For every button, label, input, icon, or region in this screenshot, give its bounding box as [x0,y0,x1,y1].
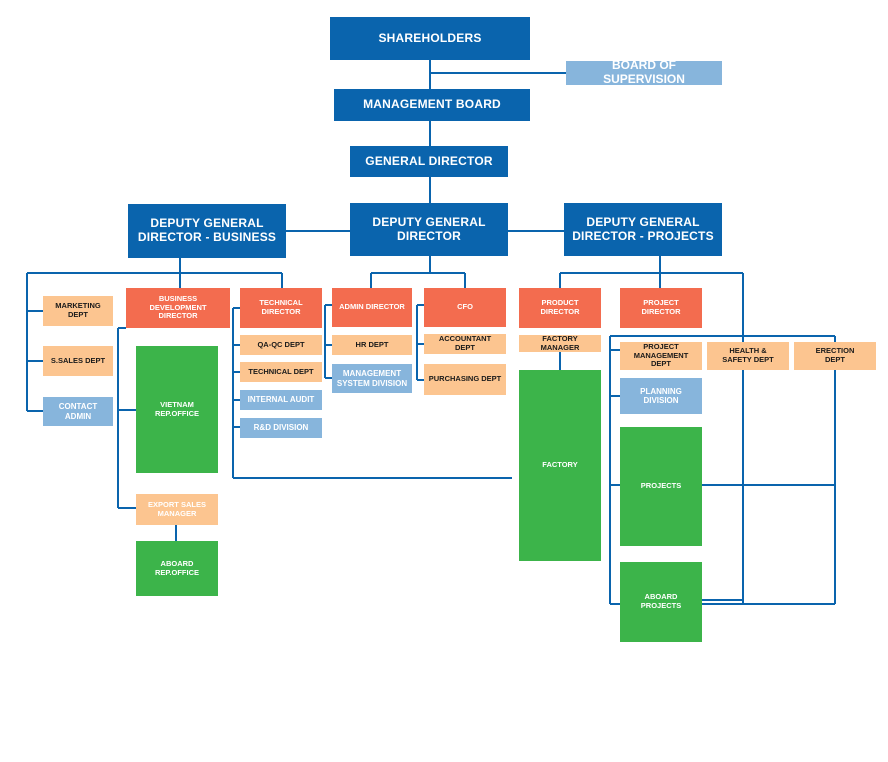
management-board-box: MANAGEMENT BOARD [334,89,530,121]
cfo-box: CFO [424,288,506,327]
deputy-business-box: DEPUTY GENERAL DIRECTOR - BUSINESS [128,204,286,258]
deputy-projects-label: DEPUTY GENERAL DIRECTOR - PROJECTS [572,214,714,243]
aboard-office-label: ABOARD REP.OFFICE [154,558,200,577]
s-sales-dept-box: S.SALES DEPT [43,346,113,376]
technical-dept-box: TECHNICAL DEPT [240,362,322,382]
hr-dept-label: HR DEPT [355,339,389,349]
rd-division-label: R&D DIVISION [253,423,309,433]
technical-dept-label: TECHNICAL DEPT [248,366,314,376]
projects-label: PROJECTS [640,481,682,491]
export-sales-box: EXPORT SALES MANAGER [136,494,218,525]
accountant-dept-label: ACCOUNTANT DEPT [438,334,492,352]
contact-admin-label: CONTACT ADMIN [58,402,98,421]
bd-director-box: BUSINESS DEVELOPMENT DIRECTOR [126,288,230,328]
export-sales-label: EXPORT SALES MANAGER [148,499,206,518]
shareholders-label: SHAREHOLDERS [378,30,482,45]
marketing-dept-box: MARKETING DEPT [43,296,113,326]
deputy-projects-box: DEPUTY GENERAL DIRECTOR - PROJECTS [564,203,722,256]
contact-admin-box: CONTACT ADMIN [43,397,113,426]
product-director-label: PRODUCT DIRECTOR [540,298,580,316]
hr-dept-box: HR DEPT [332,335,412,355]
pm-dept-box: PROJECT MANAGEMENT DEPT [620,342,702,370]
purchasing-dept-box: PURCHASING DEPT [424,364,506,395]
purchasing-dept-label: PURCHASING DEPT [428,374,502,384]
mgmt-system-box: MANAGEMENT SYSTEM DIVISION [332,364,412,393]
internal-audit-label: INTERNAL AUDIT [247,395,315,405]
planning-division-box: PLANNING DIVISION [620,378,702,414]
planning-division-label: PLANNING DIVISION [640,386,682,405]
vietnam-office-label: VIETNAM REP.OFFICE [154,399,200,418]
accountant-dept-box: ACCOUNTANT DEPT [424,334,506,354]
aboard-projects-box: ABOARD PROJECTS [620,562,702,642]
factory-label: FACTORY [542,460,578,470]
qaqc-dept-box: QA-QC DEPT [240,335,322,355]
board-of-supervision-label: BOARD OF SUPERVISION [603,58,685,86]
factory-manager-label: FACTORY MANAGER [540,333,580,352]
factory-box: FACTORY [519,370,601,561]
bd-director-label: BUSINESS DEVELOPMENT DIRECTOR [149,294,207,321]
aboard-projects-label: ABOARD PROJECTS [640,592,682,610]
technical-director-label: TECHNICAL DIRECTOR [259,298,303,316]
internal-audit-box: INTERNAL AUDIT [240,390,322,410]
health-safety-label: HEALTH & SAFETY DEPT [722,346,774,364]
erection-dept-box: ERECTION DEPT [794,342,876,370]
project-director-label: PROJECT DIRECTOR [641,298,681,316]
factory-manager-box: FACTORY MANAGER [519,333,601,352]
technical-director-box: TECHNICAL DIRECTOR [240,288,322,328]
cfo-label: CFO [457,302,473,312]
vietnam-office-box: VIETNAM REP.OFFICE [136,346,218,473]
health-safety-box: HEALTH & SAFETY DEPT [707,342,789,370]
marketing-dept-label: MARKETING DEPT [55,301,101,319]
admin-director-label: ADMIN DIRECTOR [339,302,405,312]
shareholders-box: SHAREHOLDERS [330,17,530,60]
mgmt-system-label: MANAGEMENT SYSTEM DIVISION [336,369,408,388]
deputy-general-label: DEPUTY GENERAL DIRECTOR [372,214,486,243]
management-board-label: MANAGEMENT BOARD [363,97,501,112]
qaqc-dept-label: QA-QC DEPT [257,339,305,349]
product-director-box: PRODUCT DIRECTOR [519,288,601,328]
general-director-label: GENERAL DIRECTOR [365,153,493,168]
project-director-box: PROJECT DIRECTOR [620,288,702,328]
deputy-general-box: DEPUTY GENERAL DIRECTOR [350,203,508,256]
aboard-office-box: ABOARD REP.OFFICE [136,541,218,596]
general-director-box: GENERAL DIRECTOR [350,146,508,177]
board-of-supervision-box: BOARD OF SUPERVISION [566,58,722,86]
projects-box: PROJECTS [620,427,702,546]
rd-division-box: R&D DIVISION [240,418,322,438]
admin-director-box: ADMIN DIRECTOR [332,288,412,327]
deputy-business-label: DEPUTY GENERAL DIRECTOR - BUSINESS [137,216,277,244]
erection-dept-label: ERECTION DEPT [815,346,855,364]
s-sales-dept-label: S.SALES DEPT [50,355,106,365]
pm-dept-label: PROJECT MANAGEMENT DEPT [633,342,689,369]
